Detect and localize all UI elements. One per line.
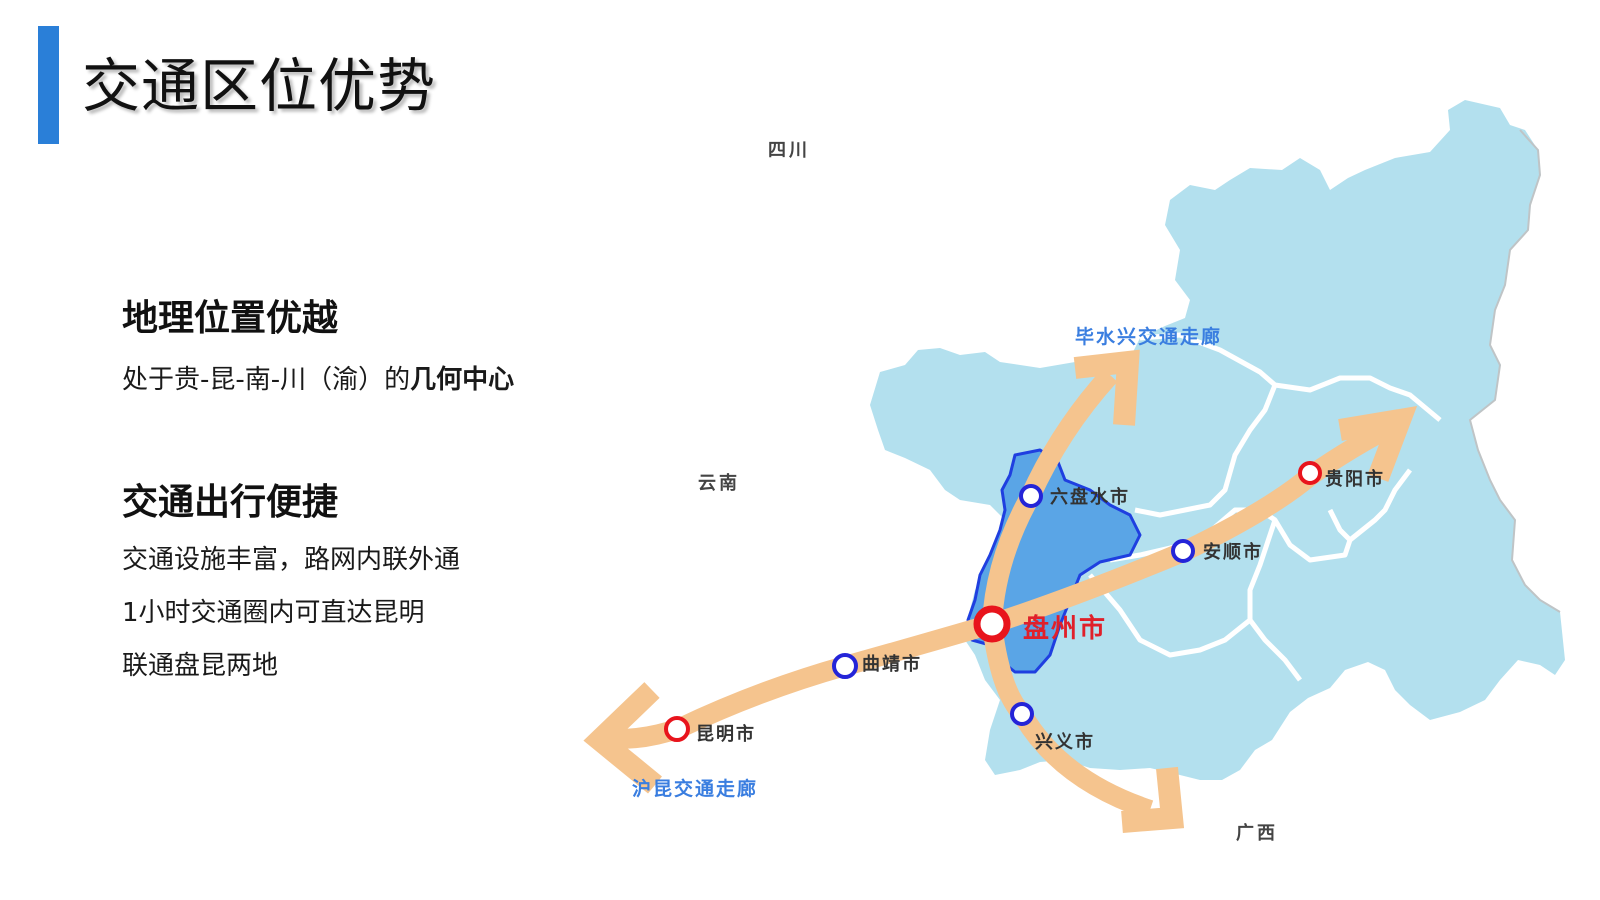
prefecture-borders [1088, 332, 1442, 682]
city-label-liupanshui: 六盘水市 [1050, 486, 1130, 508]
city-marker-anshun [1171, 539, 1195, 563]
section-text-prefix: 处于贵-昆-南-川（渝）的 [122, 365, 411, 395]
province-label-yunnan: 云南 [698, 472, 740, 494]
section-text-emphasis: 几何中心 [410, 365, 515, 395]
title-accent-bar [38, 26, 59, 144]
section-text: 交通设施丰富，路网内联外通 [122, 545, 461, 575]
section-heading: 交通出行便捷 [122, 482, 339, 523]
page-title: 交通区位优势 [82, 52, 437, 120]
city-marker-liupanshui [1019, 484, 1043, 508]
corridor-arrowheads [583, 349, 1418, 833]
city-label-xingyi: 兴义市 [1035, 731, 1095, 753]
city-label-qujing: 曲靖市 [862, 653, 922, 675]
city-label-kunming: 昆明市 [696, 723, 756, 745]
city-markers [664, 461, 1322, 742]
city-labels: 盘州市 六盘水市 安顺市 贵阳市 曲靖市 昆明市 兴义市 [696, 468, 1385, 753]
city-marker-guiyang [1298, 461, 1322, 485]
city-label-panzhou: 盘州市 [1023, 613, 1107, 644]
city-marker-qujing [832, 653, 858, 679]
section-text: 联通盘昆两地 [122, 651, 279, 681]
section-geography: 地理位置优越 处于贵-昆-南-川（渝）的几何中心 [122, 296, 514, 407]
corridor-labels: 毕水兴交通走廊 沪昆交通走廊 [632, 325, 1222, 800]
section-text: 1小时交通圈内可直达昆明 [122, 598, 425, 628]
section-heading: 地理位置优越 [122, 298, 339, 339]
province-border [1468, 129, 1561, 613]
section-transport: 交通出行便捷 交通设施丰富，路网内联外通 1小时交通圈内可直达昆明 联通盘昆两地 [122, 480, 460, 693]
province-labels: 四川 云南 广西 [698, 140, 1278, 844]
city-marker-kunming [664, 716, 690, 742]
section-text: 处于贵-昆-南-川（渝）的几何中心 [122, 354, 514, 407]
corridor-label-hukun: 沪昆交通走廊 [632, 777, 758, 800]
province-region [870, 100, 1565, 780]
city-label-anshun: 安顺市 [1203, 541, 1263, 563]
city-label-guiyang: 贵阳市 [1325, 468, 1385, 490]
province-label-guangxi: 广西 [1236, 822, 1278, 844]
city-marker-xingyi [1010, 702, 1034, 726]
city-marker-panzhou [973, 605, 1011, 643]
corridor-label-bishuixing: 毕水兴交通走廊 [1075, 325, 1222, 348]
province-label-sichuan: 四川 [768, 140, 810, 161]
